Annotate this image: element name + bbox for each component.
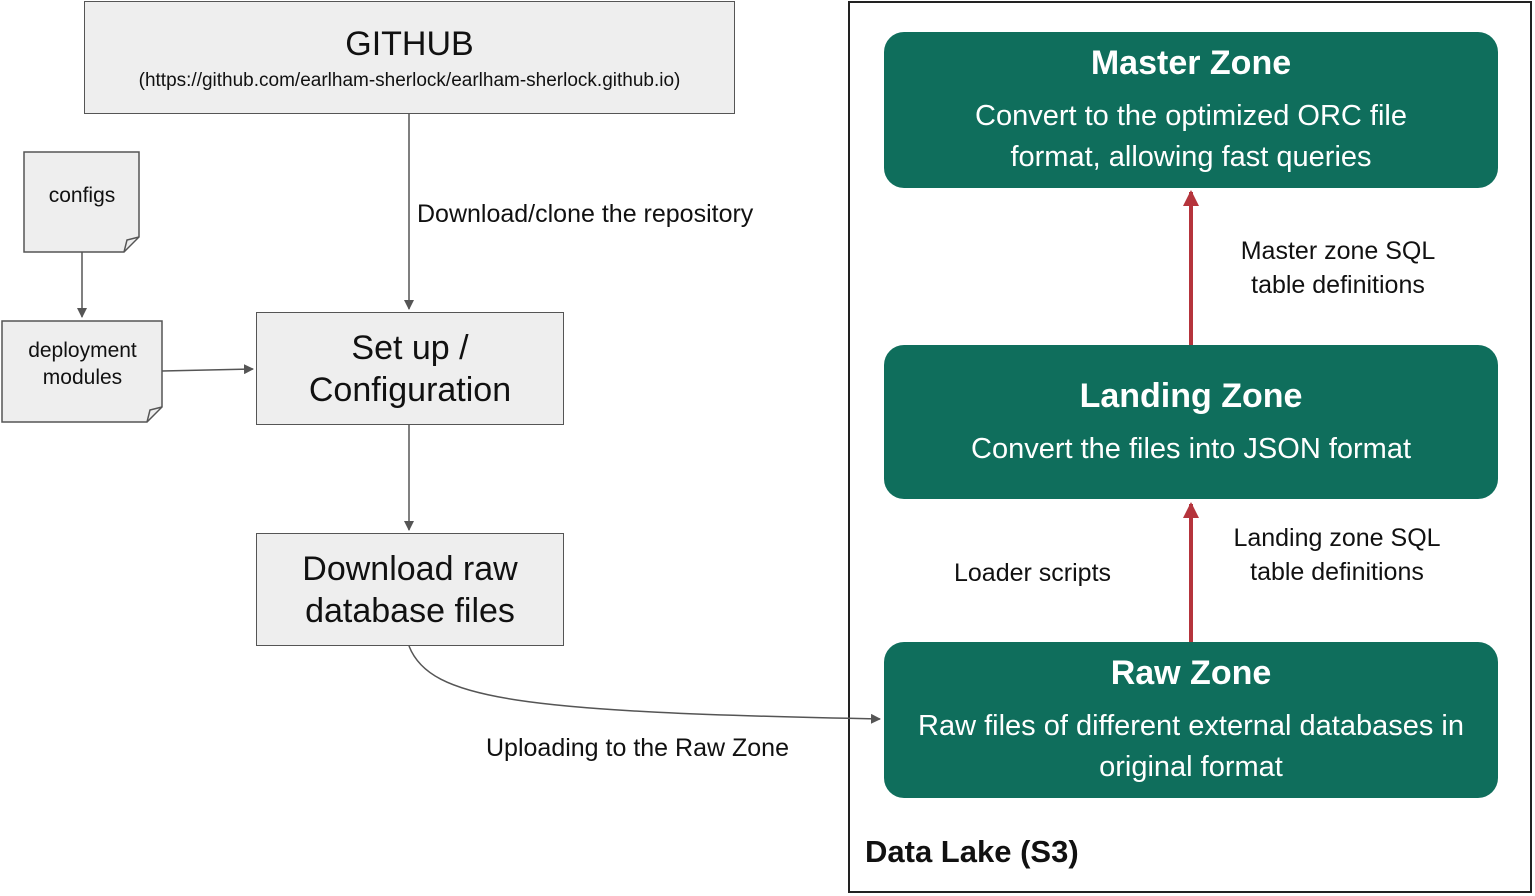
deployment-modules-note-shape [1, 320, 163, 423]
configs-note-shape [23, 151, 140, 253]
raw-zone-description: Raw files of different external database… [918, 710, 1464, 783]
master-zone: Master Zone Convert to the optimized ORC… [884, 32, 1498, 188]
edge-label-clone: Download/clone the repository [417, 200, 754, 228]
master-zone-title: Master Zone [1090, 44, 1292, 82]
setup-configuration-label: Set up / Configuration [308, 328, 512, 409]
download-raw-files-label: Download raw database files [302, 549, 518, 630]
edge-download-to-raw-zone [408, 645, 881, 724]
github-title: GITHUB [345, 24, 474, 63]
edge-label-loader: Loader scripts [954, 559, 1112, 587]
landing-zone-title: Landing Zone [1079, 376, 1303, 415]
github-url: (https://github.com/earlham-sherlock/ear… [138, 69, 681, 91]
raw-zone-title: Raw Zone [1110, 654, 1272, 692]
landing-zone: Landing Zone Convert the files into JSON… [884, 345, 1498, 499]
download-raw-files-box: Download raw database files [256, 533, 564, 646]
github-box: GITHUB (https://github.com/earlham-sherl… [84, 1, 735, 114]
master-zone-description: Convert to the optimized ORC file format… [975, 100, 1407, 173]
edge-modules-to-setup [161, 364, 254, 375]
deployment-modules-note: deployment modules [28, 339, 137, 389]
setup-configuration-box: Set up / Configuration [256, 312, 564, 425]
edge-label-master-sql: Master zone SQL table definitions [1240, 237, 1436, 299]
configs-note: configs [48, 183, 116, 207]
edge-label-landing-sql: Landing zone SQL table definitions [1233, 524, 1441, 586]
landing-zone-description: Convert the files into JSON format [971, 432, 1411, 465]
data-lake-label: Data Lake (S3) [865, 834, 1079, 869]
edge-label-upload: Uploading to the Raw Zone [486, 734, 789, 762]
raw-zone: Raw Zone Raw files of different external… [884, 642, 1498, 798]
